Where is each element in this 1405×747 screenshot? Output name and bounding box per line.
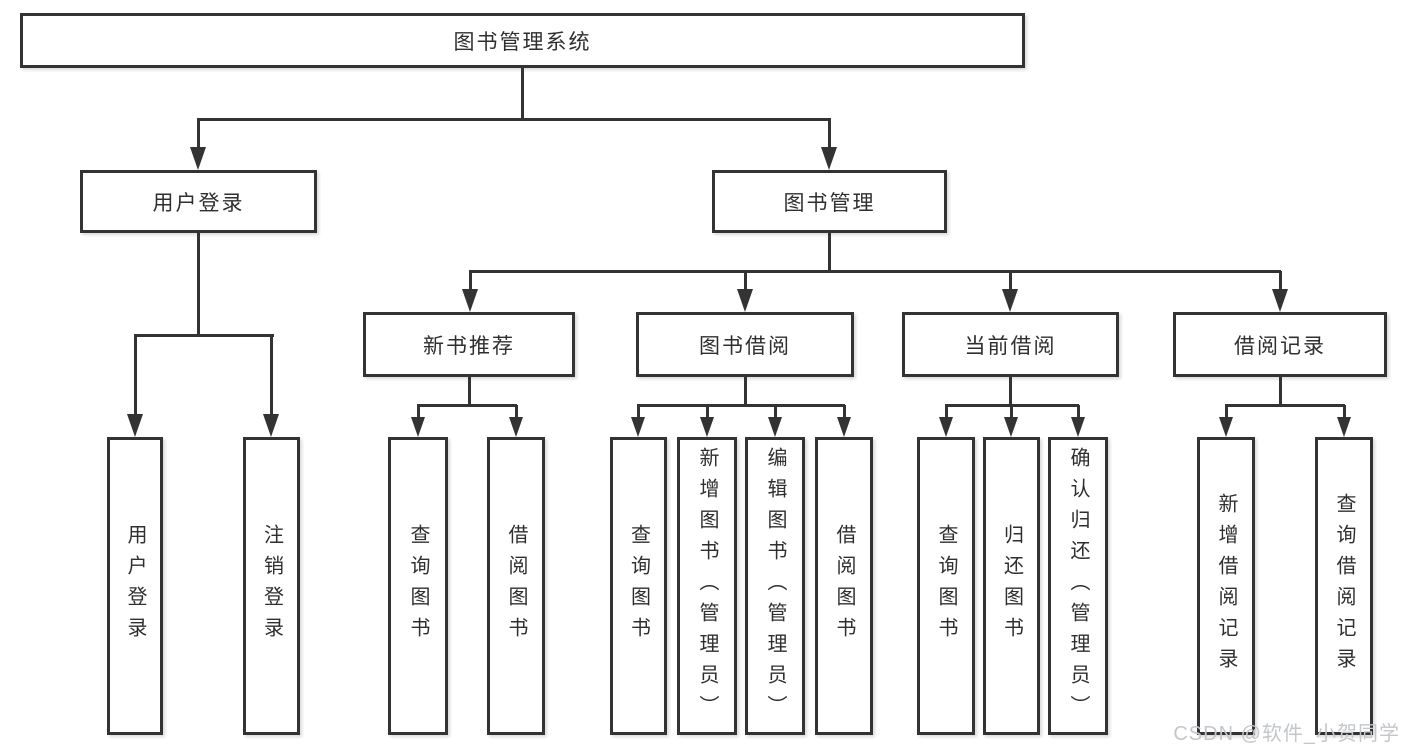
connector-line — [828, 233, 831, 273]
arrowhead-down-icon — [821, 147, 837, 170]
arrowhead-down-icon — [1002, 289, 1018, 312]
node-system-root: 图书管理系统 — [20, 13, 1025, 68]
node-new-book-recommend: 新书推荐 — [363, 312, 575, 377]
connector-line — [1279, 271, 1282, 293]
leaf-current-query-books-label: 查询图书 — [935, 524, 957, 648]
connector-line — [521, 68, 524, 120]
leaf-edit-book-admin: 编辑图书（管理员） — [745, 437, 805, 735]
arrowhead-down-icon — [768, 417, 782, 437]
leaf-borrow-books: 借阅图书 — [815, 437, 873, 735]
arrowhead-down-icon — [263, 414, 279, 437]
leaf-current-query-books: 查询图书 — [917, 437, 975, 735]
leaf-logout: 注销登录 — [243, 437, 300, 735]
node-borrow-records: 借阅记录 — [1173, 312, 1387, 377]
leaf-logout-label: 注销登录 — [260, 524, 283, 648]
node-book-borrow-label: 图书借阅 — [699, 334, 791, 358]
connector-line — [469, 270, 1281, 273]
node-book-management-label: 图书管理 — [783, 191, 876, 215]
leaf-query-borrow-record: 查询借阅记录 — [1315, 437, 1373, 735]
arrowhead-down-icon — [837, 417, 851, 437]
leaf-recommend-borrow-books: 借阅图书 — [487, 437, 545, 735]
connector-line — [744, 377, 747, 405]
node-current-borrow-label: 当前借阅 — [964, 334, 1057, 358]
arrowhead-down-icon — [190, 147, 206, 170]
arrowhead-down-icon — [1004, 417, 1018, 437]
leaf-return-books-label: 归还图书 — [1000, 524, 1023, 648]
arrowhead-down-icon — [939, 417, 953, 437]
connector-line — [1009, 377, 1012, 405]
arrowhead-down-icon — [700, 417, 714, 437]
connector-line — [828, 119, 831, 151]
connector-line — [637, 404, 845, 407]
connector-line — [468, 377, 471, 405]
connector-line — [1225, 404, 1345, 407]
connector-line — [134, 335, 137, 417]
leaf-add-borrow-record: 新增借阅记录 — [1197, 437, 1255, 735]
connector-line — [197, 233, 200, 336]
connector-line — [706, 405, 709, 419]
arrowhead-down-icon — [127, 414, 143, 437]
arrowhead-down-icon — [631, 417, 645, 437]
node-book-management: 图书管理 — [712, 170, 947, 233]
leaf-add-borrow-record-label: 新增借阅记录 — [1215, 493, 1237, 679]
leaf-query-borrow-record-label: 查询借阅记录 — [1333, 493, 1355, 679]
node-system-root-label: 图书管理系统 — [453, 30, 592, 54]
node-user-login-label: 用户登录 — [152, 191, 245, 215]
node-book-borrow: 图书借阅 — [636, 312, 854, 377]
leaf-add-book-admin-label: 新增图书（管理员） — [696, 446, 718, 726]
node-borrow-records-label: 借阅记录 — [1234, 334, 1326, 358]
leaf-recommend-borrow-books-label: 借阅图书 — [505, 524, 527, 648]
leaf-borrow-query-books-label: 查询图书 — [627, 524, 650, 648]
connector-line — [417, 404, 517, 407]
node-new-book-recommend-label: 新书推荐 — [423, 334, 515, 358]
arrowhead-down-icon — [1071, 417, 1085, 437]
connector-line — [1225, 405, 1228, 419]
arrowhead-down-icon — [1337, 417, 1351, 437]
connector-line — [197, 119, 200, 151]
connector-line — [1077, 405, 1080, 419]
leaf-edit-book-admin-label: 编辑图书（管理员） — [764, 446, 786, 726]
leaf-borrow-books-label: 借阅图书 — [833, 524, 855, 648]
node-user-login: 用户登录 — [80, 170, 317, 233]
leaf-return-books: 归还图书 — [983, 437, 1040, 735]
arrowhead-down-icon — [462, 289, 478, 312]
leaf-borrow-query-books: 查询图书 — [610, 437, 667, 735]
arrowhead-down-icon — [1219, 417, 1233, 437]
arrowhead-down-icon — [509, 417, 523, 437]
connector-line — [637, 405, 640, 419]
connector-line — [744, 271, 747, 293]
arrowhead-down-icon — [411, 417, 425, 437]
arrowhead-down-icon — [1272, 289, 1288, 312]
leaf-confirm-return-admin-label: 确认归还（管理员） — [1067, 446, 1089, 726]
connector-line — [134, 334, 274, 337]
leaf-user-login-label: 用户登录 — [124, 524, 146, 648]
connector-line — [945, 405, 948, 419]
leaf-user-login: 用户登录 — [107, 437, 163, 735]
connector-line — [843, 405, 846, 419]
leaf-recommend-query-books-label: 查询图书 — [407, 524, 429, 648]
leaf-add-book-admin: 新增图书（管理员） — [677, 437, 737, 735]
connector-line — [1343, 405, 1346, 419]
connector-line — [515, 405, 518, 419]
csdn-watermark: CSDN @软件_小贺同学 — [1173, 723, 1400, 745]
connector-line — [1010, 405, 1013, 419]
arrowhead-down-icon — [737, 289, 753, 312]
leaf-recommend-query-books: 查询图书 — [388, 437, 448, 735]
connector-line — [1279, 377, 1282, 405]
leaf-confirm-return-admin: 确认归还（管理员） — [1048, 437, 1108, 735]
connector-line — [197, 118, 831, 121]
connector-line — [1009, 271, 1012, 293]
connector-line — [417, 405, 420, 419]
connector-line — [774, 405, 777, 419]
connector-line — [270, 335, 273, 417]
connector-line — [469, 271, 472, 293]
node-current-borrow: 当前借阅 — [902, 312, 1119, 377]
